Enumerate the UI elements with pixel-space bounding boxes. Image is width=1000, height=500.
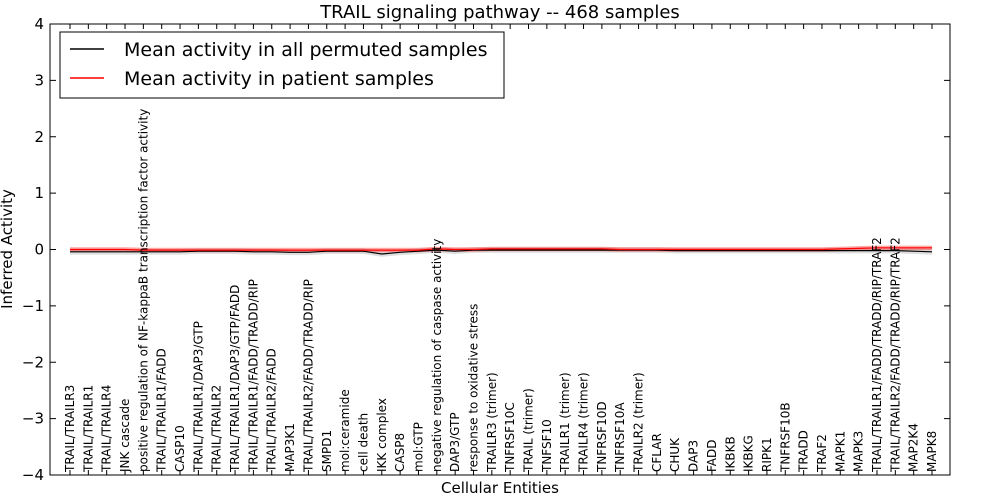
x-tick-label: MAP3K1 [283,423,297,472]
x-tick-label: MAPK8 [925,431,939,472]
x-tick-label: TRAIL (trimer) [522,388,536,473]
y-tick-label: 2 [34,128,44,146]
x-tick-label: negative regulation of caspase activity [430,239,444,472]
legend-label-permuted: Mean activity in all permuted samples [124,39,487,61]
x-tick-label: MAP2K4 [907,423,921,472]
y-tick-label: −4 [22,466,44,484]
x-tick-label: MAPK1 [833,431,847,472]
x-tick-label: response to oxidative stress [467,304,481,472]
x-tick-label: cell death [356,413,370,472]
x-tick-label: TRAIL/TRAILR1/FADD/TRADD/RIP/TRAF2 [870,237,884,473]
x-tick-label: DAP3/GTP [448,412,462,472]
legend-box [59,31,505,99]
series-line-0 [70,249,933,255]
x-tick-label: IKBKB [723,436,737,472]
x-tick-label: TRAIL/TRAILR1 [81,385,95,473]
x-tick-label: CASP10 [173,425,187,472]
x-tick-label: TNFRSF10D [595,401,609,473]
x-axis-label: Cellular Entities [441,479,559,497]
x-tick-label: IKBKG [742,435,756,472]
x-tick-label: TNFRSF10A [613,402,627,473]
y-tick-label: 4 [34,15,44,33]
x-tick-label: IKK complex [375,398,389,472]
y-tick-label: −3 [22,410,44,428]
x-tick-label: JNK cascade [118,399,132,473]
legend: Mean activity in all permuted samples Me… [59,31,505,99]
x-tick-label: SMPD1 [320,430,334,472]
legend-label-patient: Mean activity in patient samples [124,68,434,90]
x-axis: TRAIL/TRAILR3 TRAIL/TRAILR1 TRAIL/TRAILR4 J… [63,24,939,475]
x-tick-label: TRAIL/TRAILR2 [210,385,224,473]
x-tick-label: RIPK1 [760,437,774,472]
x-tick-label: TRADD [797,430,811,473]
x-tick-label: TRAILR4 (trimer) [577,372,591,473]
x-tick-label: TRAIL/TRAILR1/DAP3/GTP [191,321,205,473]
y-tick-label: 1 [34,184,44,202]
x-tick-label: FADD [705,440,719,473]
y-axis: −4 −3 −2 −1 0 1 2 3 4 [22,15,950,484]
x-tick-label: TRAIL/TRAILR4 [100,385,114,473]
x-tick-label: TRAIL/TRAILR1/DAP3/GTP/FADD [228,285,242,473]
x-tick-label: CFLAR [650,433,664,472]
x-tick-label: TRAILR1 (trimer) [558,372,572,473]
plot-area [70,245,933,257]
x-tick-label: TNFSF10 [540,419,554,473]
y-tick-label: −1 [22,297,44,315]
x-tick-label: TRAIL/TRAILR2/FADD [265,348,279,473]
y-axis-label: Inferred Activity [0,189,16,309]
y-tick-label: 3 [34,71,44,89]
x-tick-label: TRAIL/TRAILR3 [63,385,77,473]
x-tick-label: MAPK3 [852,431,866,472]
x-tick-label: DAP3 [687,440,701,472]
x-tick-label: mol:ceramide [338,389,352,472]
x-tick-label: TRAF2 [815,434,829,473]
x-tick-label: TRAIL/TRAILR1/FADD [155,348,169,473]
x-tick-label: TRAIL/TRAILR1/FADD/TRADD/RIP [246,279,260,473]
x-tick-label: TRAILR3 (trimer) [485,372,499,473]
x-tick-label: positive regulation of NF-kappaB transcr… [136,109,150,472]
x-tick-label: TRAIL/TRAILR2/FADD/TRADD/RIP/TRAF2 [888,237,902,473]
y-tick-label: 0 [34,241,44,259]
x-tick-label: CASP8 [393,433,407,472]
x-tick-label: TRAIL/TRAILR2/FADD/TRADD/RIP [301,279,315,473]
x-tick-label: TRAILR2 (trimer) [632,372,646,473]
x-tick-label: TNFRSF10B [778,402,792,473]
x-tick-label: TNFRSF10C [503,402,517,473]
y-tick-label: −2 [22,353,44,371]
x-tick-label: CHUK [668,437,682,472]
series-line-1 [70,247,932,251]
x-tick-label: mol:GTP [412,422,426,472]
chart-title: TRAIL signaling pathway -- 468 samples [319,2,680,23]
